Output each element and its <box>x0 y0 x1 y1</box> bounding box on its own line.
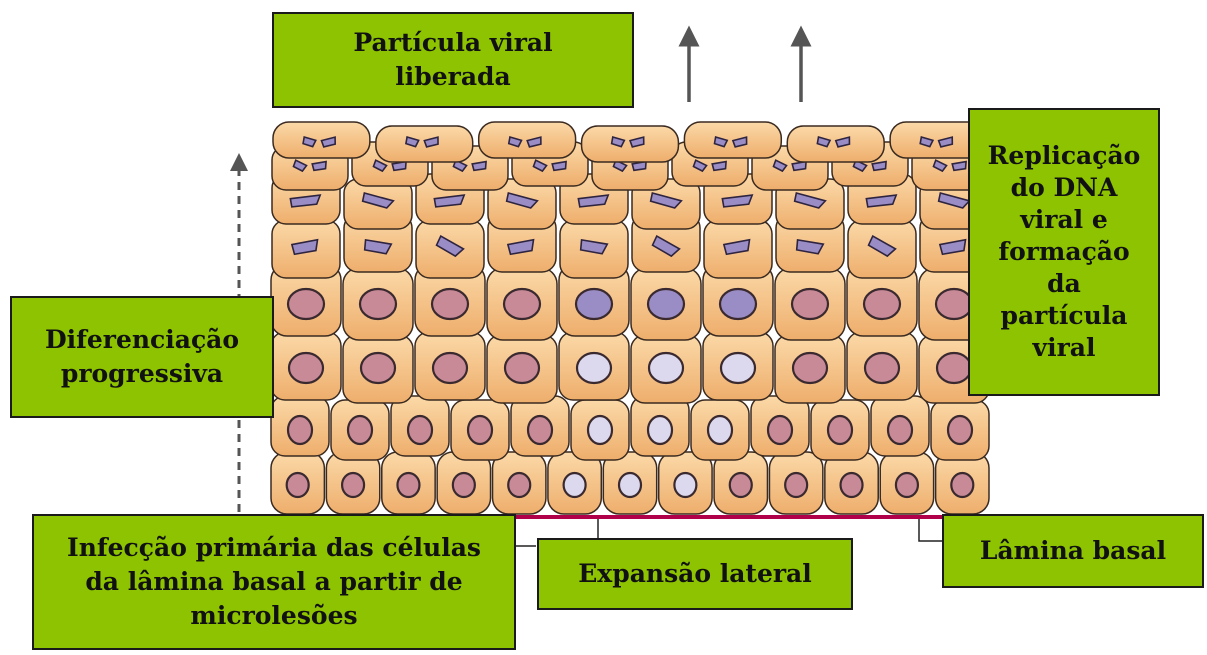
cell-nucleus <box>361 353 395 383</box>
label-lateral-expansion: Expansão lateral <box>537 538 853 610</box>
label-replication-line-1: Replicação <box>988 140 1141 172</box>
viral-nucleus-fragment <box>552 162 566 171</box>
cell-nucleus <box>768 416 792 444</box>
label-basal-lamina: Lâmina basal <box>942 514 1204 588</box>
cell-nucleus <box>865 353 899 383</box>
cell-nucleus <box>504 289 540 319</box>
cell-nucleus <box>708 416 732 444</box>
label-infection-line-1: Infecção primária das células <box>67 531 481 565</box>
label-primary-infection: Infecção primária das células da lâmina … <box>32 514 516 650</box>
cell-nucleus <box>576 289 612 319</box>
cell-nucleus <box>649 353 683 383</box>
cell-nucleus <box>937 353 971 383</box>
superficial-cell <box>787 126 884 162</box>
label-infection-line-3: microlesões <box>67 599 481 633</box>
cell-nucleus <box>348 416 372 444</box>
cell-nucleus <box>433 353 467 383</box>
label-replication-line-4: formação <box>988 236 1141 268</box>
label-replication-line-2: do DNA <box>988 172 1141 204</box>
cell-nucleus <box>288 416 312 444</box>
cell-nucleus <box>528 416 552 444</box>
cell-nucleus <box>508 473 530 497</box>
label-released-line-1: Partícula viral <box>353 26 552 60</box>
cell-nucleus <box>896 473 918 497</box>
cell-nucleus <box>936 289 972 319</box>
cell-nucleus <box>432 289 468 319</box>
cell-nucleus <box>793 353 827 383</box>
cell-nucleus <box>951 473 973 497</box>
cell-nucleus <box>453 473 475 497</box>
cell-nucleus <box>505 353 539 383</box>
cell-nucleus <box>408 416 432 444</box>
cell-nucleus <box>888 416 912 444</box>
label-released-line-2: liberada <box>353 60 552 94</box>
viral-nucleus-fragment <box>632 162 646 171</box>
label-replication-line-7: viral <box>988 332 1141 364</box>
cell-nucleus <box>948 416 972 444</box>
superficial-cell <box>376 126 473 162</box>
viral-nucleus-fragment <box>712 162 726 171</box>
cell-nucleus <box>288 289 324 319</box>
cell-nucleus <box>287 473 309 497</box>
cell-nucleus <box>864 289 900 319</box>
label-replication-line-3: viral e <box>988 204 1141 236</box>
cell-nucleus <box>619 473 641 497</box>
cell-nucleus <box>828 416 852 444</box>
cell-nucleus <box>588 416 612 444</box>
viral-nucleus-fragment <box>792 162 806 171</box>
cell-nucleus <box>468 416 492 444</box>
cell-nucleus <box>674 473 696 497</box>
cell-nucleus <box>564 473 586 497</box>
cell-nucleus <box>289 353 323 383</box>
basal-lamina-connector <box>919 519 942 541</box>
viral-nucleus-fragment <box>392 162 406 171</box>
cell-nucleus <box>342 473 364 497</box>
viral-nucleus-fragment <box>952 162 966 171</box>
cell-nucleus <box>785 473 807 497</box>
label-basal-lamina-text: Lâmina basal <box>980 534 1166 568</box>
label-replication-line-6: partícula <box>988 300 1141 332</box>
viral-nucleus-fragment <box>872 162 886 171</box>
label-replication: Replicação do DNA viral e formação da pa… <box>968 108 1160 396</box>
cell-nucleus <box>648 289 684 319</box>
cell-nucleus <box>841 473 863 497</box>
cell-nucleus <box>360 289 396 319</box>
viral-nucleus-fragment <box>472 162 486 171</box>
cell-nucleus <box>577 353 611 383</box>
label-replication-line-5: da <box>988 268 1141 300</box>
label-infection-line-2: da lâmina basal a partir de <box>67 565 481 599</box>
cell-nucleus <box>648 416 672 444</box>
label-differentiation-line-2: progressiva <box>45 357 239 391</box>
label-differentiation: Diferenciação progressiva <box>10 296 274 418</box>
cell-nucleus <box>730 473 752 497</box>
label-differentiation-line-1: Diferenciação <box>45 323 239 357</box>
cell-layers <box>271 122 989 514</box>
viral-nucleus-fragment <box>312 162 326 171</box>
cell-nucleus <box>721 353 755 383</box>
cell-nucleus <box>397 473 419 497</box>
cell-nucleus <box>792 289 828 319</box>
label-expansion-text: Expansão lateral <box>578 557 811 591</box>
cell-nucleus <box>720 289 756 319</box>
label-released-particle: Partícula viral liberada <box>272 12 634 108</box>
superficial-cell <box>582 126 679 162</box>
